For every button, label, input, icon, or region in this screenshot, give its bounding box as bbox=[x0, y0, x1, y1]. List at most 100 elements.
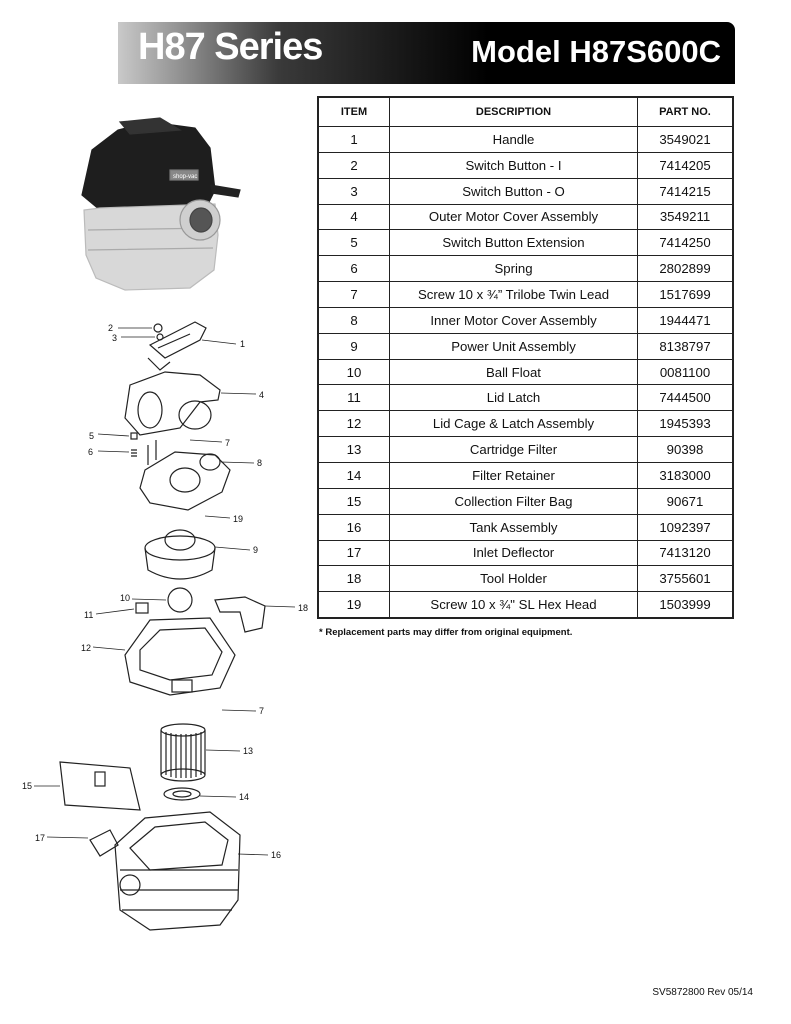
cell-description: Collection Filter Bag bbox=[389, 487, 638, 515]
cell-description: Switch Button - O bbox=[389, 177, 638, 205]
cell-part-no: 0081100 bbox=[637, 358, 734, 386]
cell-part-no: 8138797 bbox=[637, 332, 734, 360]
cell-item: 19 bbox=[317, 591, 390, 619]
cell-description: Tool Holder bbox=[389, 565, 638, 593]
cell-item: 10 bbox=[317, 358, 390, 386]
cell-item: 8 bbox=[317, 306, 390, 334]
cell-item: 1 bbox=[317, 126, 390, 153]
part-cartridge-filter bbox=[160, 723, 206, 782]
cell-description: Switch Button - I bbox=[389, 151, 638, 179]
cell-description: Screw 10 x ¾" SL Hex Head bbox=[389, 591, 638, 619]
cell-part-no: 90671 bbox=[637, 487, 734, 515]
cell-part-no: 3755601 bbox=[637, 565, 734, 593]
product-logo: shop-vac bbox=[173, 174, 197, 180]
cell-part-no: 3549021 bbox=[637, 126, 734, 153]
cell-description: Ball Float bbox=[389, 358, 638, 386]
part-tool-holder bbox=[214, 596, 266, 633]
part-power-unit bbox=[144, 529, 216, 580]
cell-item: 17 bbox=[317, 539, 390, 567]
cell-description: Outer Motor Cover Assembly bbox=[389, 203, 638, 231]
part-filter-retainer bbox=[163, 787, 201, 801]
cell-description: Cartridge Filter bbox=[389, 436, 638, 463]
cell-description: Lid Latch bbox=[389, 384, 638, 412]
part-ball-float bbox=[167, 587, 193, 613]
cell-item: 7 bbox=[317, 281, 390, 308]
cell-description: Power Unit Assembly bbox=[389, 332, 638, 360]
cell-description: Inner Motor Cover Assembly bbox=[389, 306, 638, 334]
cell-description: Tank Assembly bbox=[389, 513, 638, 541]
cell-item: 4 bbox=[317, 203, 390, 231]
leader-lines bbox=[34, 327, 296, 856]
cell-item: 15 bbox=[317, 487, 390, 515]
table-header-row: ITEM DESCRIPTION PART NO. bbox=[317, 96, 734, 127]
part-outer-motor-cover bbox=[124, 371, 221, 436]
cell-item: 14 bbox=[317, 461, 390, 489]
cell-part-no: 7444500 bbox=[637, 384, 734, 412]
part-handle bbox=[147, 321, 207, 371]
cell-part-no: 7413120 bbox=[637, 539, 734, 567]
callout-13: 13 bbox=[243, 746, 253, 756]
cell-description: Handle bbox=[389, 126, 638, 153]
series-title: H87 Series bbox=[138, 26, 323, 68]
callout-17: 17 bbox=[35, 833, 45, 843]
callout-16: 16 bbox=[271, 850, 281, 860]
cell-description: Spring bbox=[389, 255, 638, 283]
callout-2: 2 bbox=[108, 323, 113, 333]
callout-7-upper: 7 bbox=[225, 438, 230, 448]
callout-10: 10 bbox=[120, 593, 130, 603]
cell-part-no: 1945393 bbox=[637, 410, 734, 438]
callout-6: 6 bbox=[88, 447, 93, 457]
replacement-note: * Replacement parts may differ from orig… bbox=[319, 627, 573, 638]
callout-5: 5 bbox=[89, 431, 94, 441]
cell-part-no: 3549211 bbox=[637, 203, 734, 231]
model-title: Model H87S600C bbox=[471, 34, 721, 69]
cell-description: Inlet Deflector bbox=[389, 539, 638, 567]
cell-part-no: 7414215 bbox=[637, 177, 734, 205]
callout-7-lower: 7 bbox=[259, 706, 264, 716]
column-header-item: ITEM bbox=[317, 96, 390, 127]
callout-19: 19 bbox=[233, 514, 243, 524]
column-header-description: DESCRIPTION bbox=[389, 96, 638, 127]
cell-item: 13 bbox=[317, 436, 390, 463]
cell-item: 18 bbox=[317, 565, 390, 593]
part-inner-motor-cover bbox=[139, 451, 231, 511]
column-header-part-no: PART NO. bbox=[637, 96, 734, 127]
header-bar bbox=[118, 22, 735, 84]
part-lid-latch bbox=[135, 602, 149, 614]
cell-item: 2 bbox=[317, 151, 390, 179]
part-collection-bag bbox=[59, 761, 141, 811]
cell-item: 6 bbox=[317, 255, 390, 283]
callout-18: 18 bbox=[298, 603, 308, 613]
part-inlet-deflector bbox=[89, 829, 119, 857]
cell-description: Lid Cage & Latch Assembly bbox=[389, 410, 638, 438]
callout-12: 12 bbox=[81, 643, 91, 653]
cell-item: 11 bbox=[317, 384, 390, 412]
cell-description: Screw 10 x ¾” Trilobe Twin Lead bbox=[389, 281, 638, 308]
part-switch-extension bbox=[130, 432, 138, 440]
part-tank bbox=[114, 811, 241, 931]
cell-part-no: 1517699 bbox=[637, 281, 734, 308]
callout-15: 15 bbox=[22, 781, 32, 791]
cell-item: 12 bbox=[317, 410, 390, 438]
part-spring bbox=[131, 449, 137, 457]
product-photo: shop-vac bbox=[81, 117, 241, 291]
exploded-parts-diagram: shop-vac bbox=[22, 117, 308, 931]
cell-item: 16 bbox=[317, 513, 390, 541]
